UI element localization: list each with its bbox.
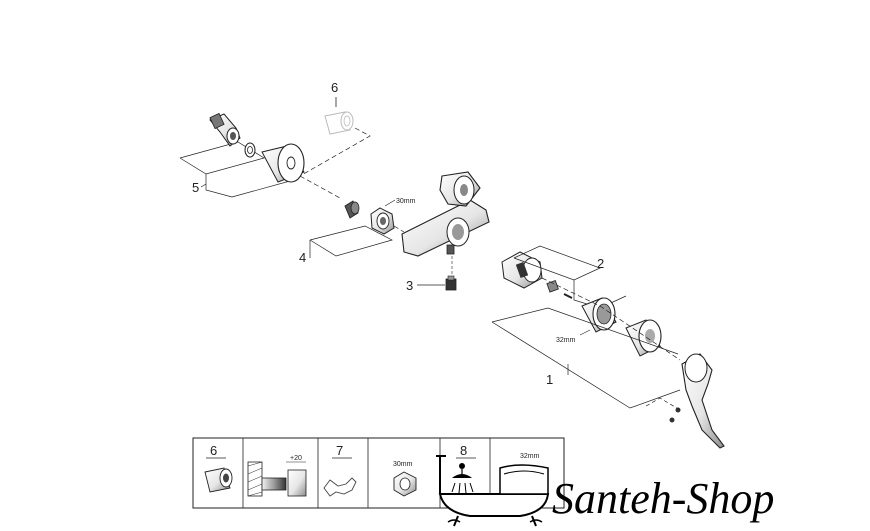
tools-nut-icon bbox=[393, 471, 417, 497]
mixer-body-part bbox=[401, 171, 490, 257]
callout-1: 1 bbox=[491, 307, 681, 409]
dimension-32mm-label: 32mm bbox=[556, 337, 576, 344]
cover-cap-part bbox=[625, 319, 662, 357]
hex-nut-part bbox=[370, 207, 395, 235]
dimension-30mm: 30mm bbox=[384, 198, 416, 207]
shop-watermark-text: Santeh-Shop bbox=[552, 474, 775, 523]
rosette-part bbox=[261, 143, 305, 183]
tools-col6-label: 32mm bbox=[520, 453, 540, 460]
washer-part bbox=[244, 142, 256, 158]
tools-col3-number: 7 bbox=[336, 443, 343, 458]
lever-handle-part bbox=[681, 353, 725, 449]
tools-col1-number: 6 bbox=[210, 443, 217, 458]
adapter-small-part bbox=[546, 280, 559, 293]
callout-5-label: 5 bbox=[192, 180, 199, 195]
tools-col5-number: 8 bbox=[460, 443, 467, 458]
callout-1-label: 1 bbox=[546, 372, 553, 387]
tools-col4-label: 30mm bbox=[393, 461, 413, 468]
threaded-ring-part bbox=[581, 297, 617, 333]
ghost-adapter-part bbox=[324, 111, 354, 135]
tools-col2-label: +20 bbox=[290, 455, 302, 462]
callout-2-label: 2 bbox=[597, 256, 604, 271]
dimension-30mm-label: 30mm bbox=[396, 198, 416, 205]
tools-extension-icon: +20 bbox=[247, 455, 307, 497]
callout-5: 5 bbox=[179, 141, 291, 198]
wrench-icon bbox=[323, 477, 357, 497]
tools-adapter-icon bbox=[204, 467, 233, 493]
callout-4: 4 bbox=[299, 225, 393, 265]
callout-6: 6 bbox=[331, 80, 338, 107]
shop-bathtub-logo bbox=[436, 455, 550, 527]
screw-parts bbox=[669, 407, 681, 423]
connector-part bbox=[209, 112, 241, 147]
cartridge-part bbox=[501, 251, 543, 289]
callout-3-label: 3 bbox=[406, 278, 413, 293]
spring-part bbox=[563, 293, 573, 299]
callout-4-label: 4 bbox=[299, 250, 306, 265]
outlet-fitting-part bbox=[445, 275, 457, 291]
callout-6-label: 6 bbox=[331, 80, 338, 95]
dimension-32mm: 32mm bbox=[556, 329, 591, 344]
nipple-part bbox=[344, 200, 360, 219]
callout-3: 3 bbox=[406, 278, 445, 293]
